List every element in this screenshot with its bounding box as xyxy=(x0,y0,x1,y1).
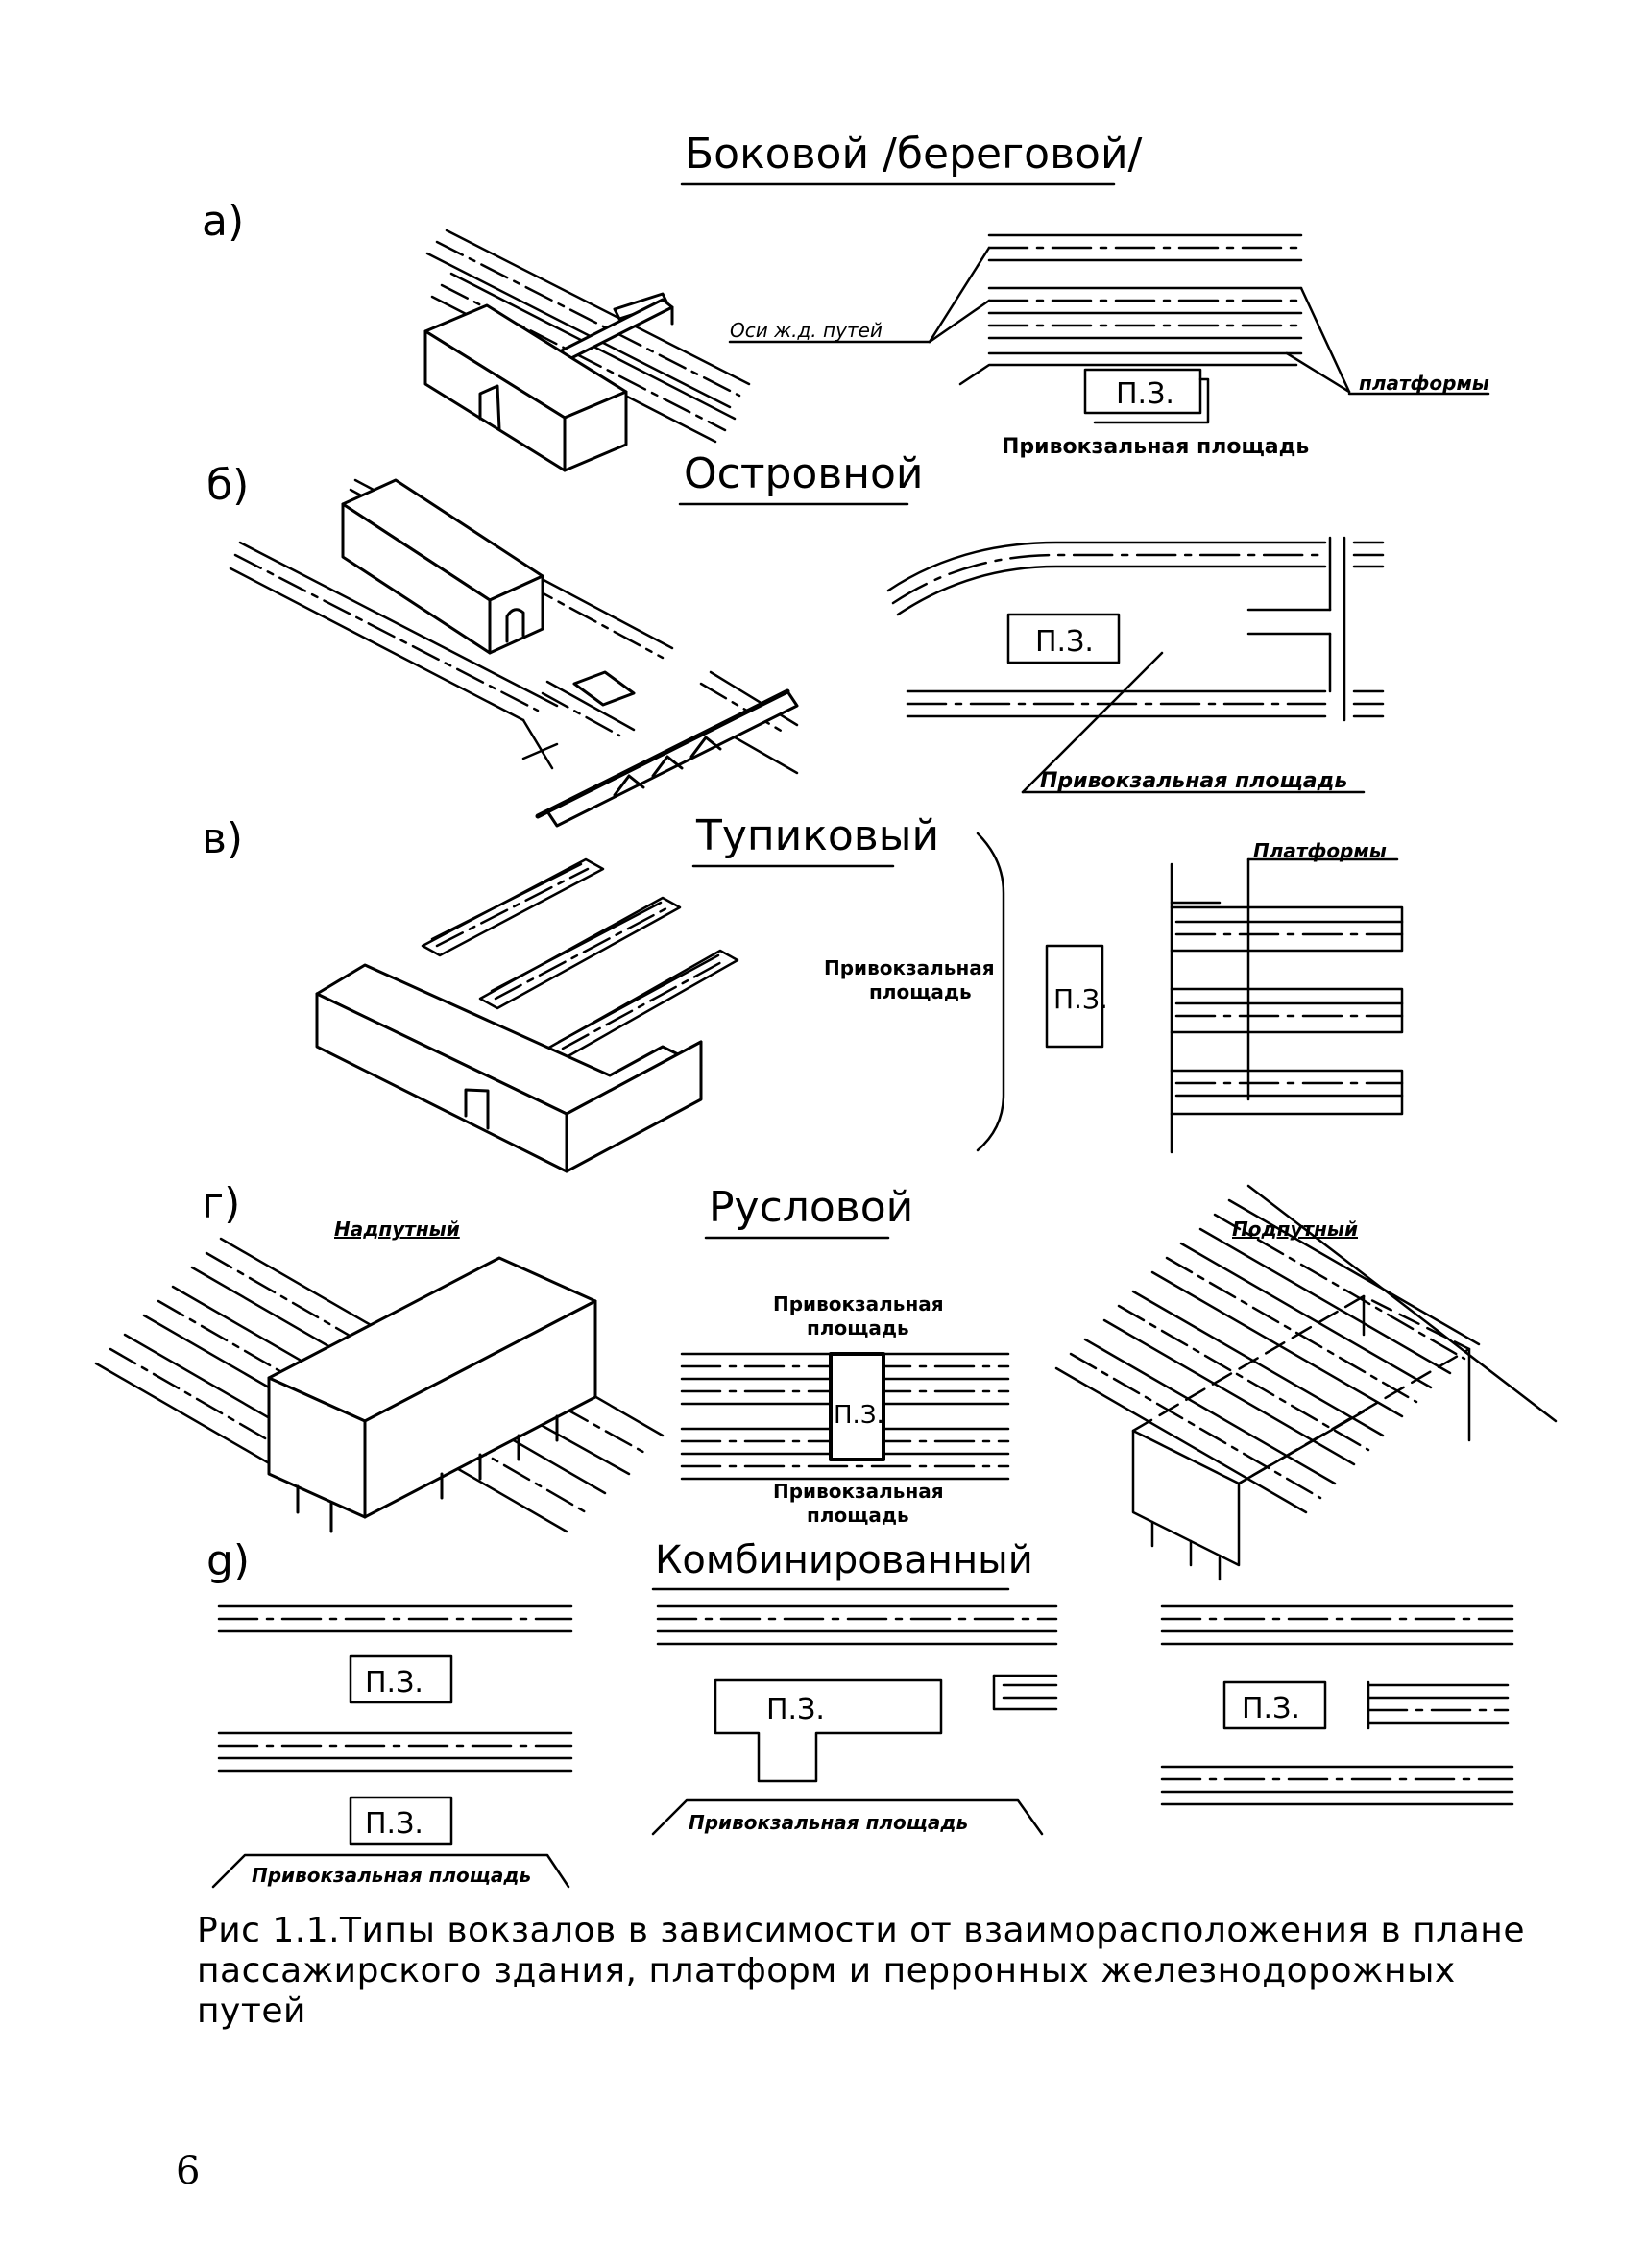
section-d-center-pz-label: П.З. xyxy=(766,1693,825,1726)
section-b-building xyxy=(341,478,544,655)
section-g-right-building xyxy=(1131,1294,1471,1581)
section-a-building xyxy=(423,303,628,472)
section-g-square-bot-2: площадь xyxy=(807,1504,909,1527)
section-a: а) Боковой /береговой/ xyxy=(202,130,1490,472)
section-v-pz-label: П.З. xyxy=(1053,983,1108,1015)
section-v-pz-box xyxy=(1045,944,1104,1049)
section-d-left-plan xyxy=(211,1604,573,1889)
section-a-plan xyxy=(728,233,1490,424)
section-d-left-pz-label-2: П.З. xyxy=(365,1807,423,1841)
section-g-center-plan xyxy=(680,1352,1010,1481)
section-g-right-tracks xyxy=(1054,1184,1558,1514)
section-d-left-pz-box-2 xyxy=(349,1796,453,1846)
section-a-platforms-label: платформы xyxy=(1359,372,1489,395)
section-b-title: Островной xyxy=(684,449,924,498)
section-g: г) Русловой Надпутный Подпутный xyxy=(94,1179,1558,1581)
section-b: б) Островной xyxy=(206,449,1385,828)
section-v-letter: в) xyxy=(202,814,243,863)
section-g-over-label: Надпутный xyxy=(334,1218,460,1241)
section-v-square-label-1: Привокзальная xyxy=(824,956,995,979)
section-a-axis-label: Оси ж.д. путей xyxy=(730,319,883,342)
section-b-square-label: Привокзальная площадь xyxy=(1040,769,1347,793)
section-a-title: Боковой /береговой/ xyxy=(685,130,1143,179)
section-v-platforms-label: Платформы xyxy=(1253,839,1387,862)
section-g-left-building xyxy=(267,1256,597,1533)
section-d-right-pz-box xyxy=(1222,1680,1327,1730)
section-b-plan xyxy=(886,536,1385,794)
section-b-pz-box xyxy=(1006,613,1121,664)
section-d-letter: g) xyxy=(206,1536,250,1585)
section-g-pz-label: П.З. xyxy=(834,1401,884,1430)
section-g-square-top-2: площадь xyxy=(807,1316,909,1339)
figure-caption: Рис 1.1.Типы вокзалов в зависимости от в… xyxy=(197,1911,1525,2031)
section-v-title: Тупиковый xyxy=(695,811,939,860)
section-g-letter: г) xyxy=(202,1179,240,1228)
section-d-left-square-label: Привокзальная площадь xyxy=(252,1864,531,1887)
section-d-center-plan xyxy=(651,1604,1058,1836)
section-d-center-square-label: Привокзальная площадь xyxy=(689,1811,968,1834)
section-v-square-label-2: площадь xyxy=(869,980,972,1003)
section-d: g) Комбинированный П.З. П.З. Привокзальн… xyxy=(206,1536,1514,1889)
section-g-square-bot-1: Привокзальная xyxy=(773,1480,944,1503)
section-v-iso-platforms xyxy=(421,857,739,1060)
section-g-square-top-1: Привокзальная xyxy=(773,1292,944,1315)
section-a-letter: а) xyxy=(202,197,244,246)
section-b-pz-label: П.З. xyxy=(1035,625,1094,659)
section-d-title: Комбинированный xyxy=(655,1538,1033,1582)
section-v-building xyxy=(315,963,703,1173)
section-d-left-pz-box-1 xyxy=(349,1654,453,1704)
section-a-square-label: Привокзальная площадь xyxy=(1002,435,1309,459)
section-a-pz-box xyxy=(1083,368,1202,415)
section-d-right-plan xyxy=(1160,1604,1514,1806)
page-number: 6 xyxy=(176,2149,201,2193)
section-v-plan xyxy=(976,832,1404,1154)
section-d-center-pz-shape xyxy=(714,1678,943,1783)
section-a-pz-label: П.З. xyxy=(1116,377,1174,411)
section-d-right-pz-label: П.З. xyxy=(1242,1692,1300,1725)
section-g-title: Русловой xyxy=(709,1183,913,1232)
section-g-pz-box xyxy=(829,1352,885,1461)
section-d-left-pz-label-1: П.З. xyxy=(365,1666,423,1700)
section-b-footbridge xyxy=(535,670,799,828)
section-b-letter: б) xyxy=(206,461,249,510)
section-v: в) Тупиковый xyxy=(202,811,1404,1173)
